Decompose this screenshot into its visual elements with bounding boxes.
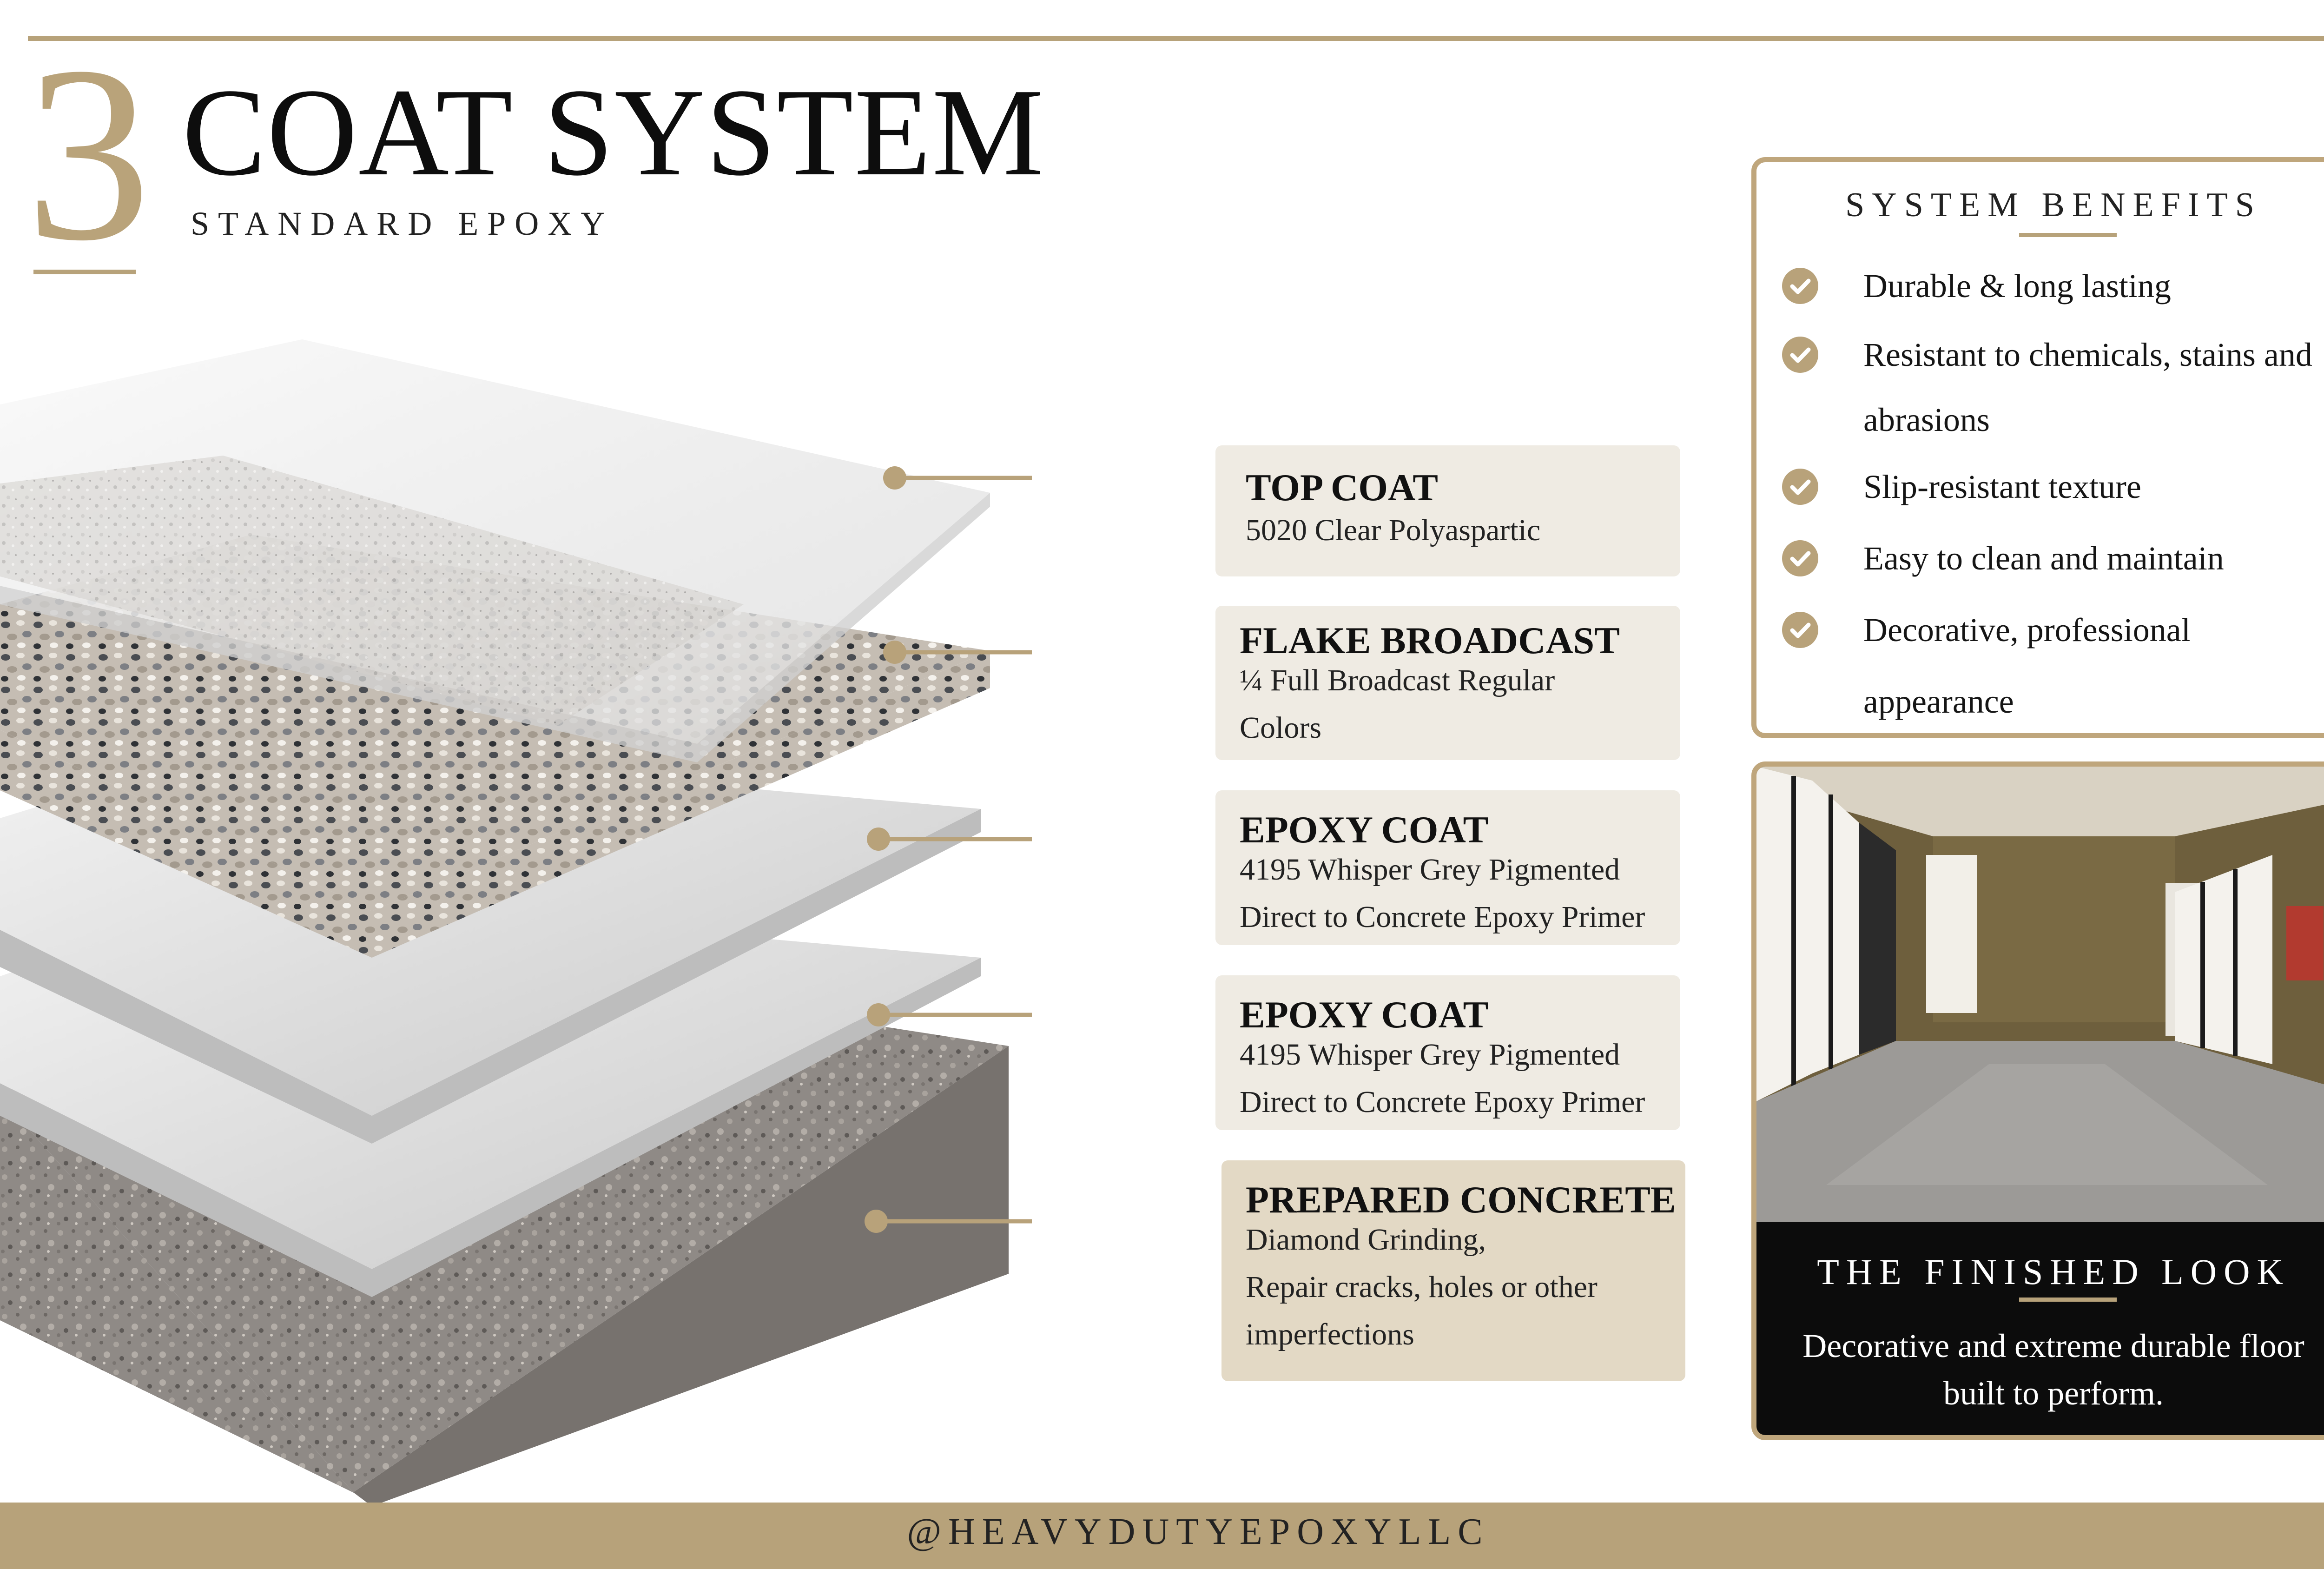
label-desc: 4195 Whisper Grey Pigmented Direct to Co… [1240,1038,1645,1119]
benefits-title-underline [2019,233,2117,237]
label-top-coat: TOP COAT 5020 Clear Polyaspartic [1215,445,1680,576]
benefit-text-continued: abrasions [1863,401,1990,438]
label-title: FLAKE BROADCAST [1240,619,1620,662]
label-desc: Diamond Grinding, Repair cracks, holes o… [1246,1223,1598,1351]
coat-count-number: 3 [26,14,151,292]
top-divider [28,36,2324,41]
label-flake-broadcast: FLAKE BROADCAST ¼ Full Broadcast Regular… [1215,606,1680,760]
finished-look-title: THE FINISHED LOOK [1817,1251,2290,1292]
finished-title-underline [2019,1298,2117,1302]
benefit-text: Slip-resistant texture [1863,468,2141,505]
check-circle-icon [1782,268,1818,304]
finished-look-description: Decorative and extreme durable floor bui… [1802,1327,2304,1412]
floor-layers-diagram [0,339,1032,1506]
check-circle-icon [1782,337,1818,373]
label-desc: 4195 Whisper Grey Pigmented Direct to Co… [1240,853,1645,934]
label-title: EPOXY COAT [1240,993,1489,1036]
label-epoxy-coat-2: EPOXY COAT 4195 Whisper Grey Pigmented D… [1215,975,1680,1130]
number-underline [33,270,136,274]
footer-bar: @HEAVYDUTYEPOXYLLC [0,1503,2324,1569]
label-title: EPOXY COAT [1240,808,1489,851]
label-epoxy-coat-1: EPOXY COAT 4195 Whisper Grey Pigmented D… [1215,790,1680,945]
social-handle: @HEAVYDUTYEPOXYLLC [907,1511,1490,1552]
label-desc: 5020 Clear Polyaspartic [1246,513,1541,547]
benefit-text: Durable & long lasting [1863,267,2171,305]
label-title: PREPARED CONCRETE [1246,1178,1676,1221]
system-benefits-panel: SYSTEM BENEFITS Durable & long lasting R… [1751,157,2324,738]
benefit-text: Decorative, professional [1863,611,2191,649]
label-desc: ¼ Full Broadcast Regular Colors [1240,663,1555,745]
benefit-text-continued: appearance [1863,683,2014,720]
check-circle-icon [1782,469,1818,505]
connector-dots [865,466,906,1233]
benefit-text: Resistant to chemicals, stains and [1863,336,2312,373]
check-circle-icon [1782,540,1818,576]
top-coat-layer [0,339,990,762]
benefit-text: Easy to clean and maintain [1863,540,2224,577]
check-circle-icon [1782,612,1818,648]
garage-photo [1756,767,2324,1222]
finished-look-card: THE FINISHED LOOK Decorative and extreme… [1751,761,2324,1440]
label-prepared-concrete: PREPARED CONCRETE Diamond Grinding, Repa… [1221,1160,1685,1381]
benefits-title: SYSTEM BENEFITS [1845,186,2262,224]
label-title: TOP COAT [1246,466,1438,509]
page-subtitle: STANDARD EPOXY [191,205,614,242]
page-title: COAT SYSTEM [182,63,1044,202]
